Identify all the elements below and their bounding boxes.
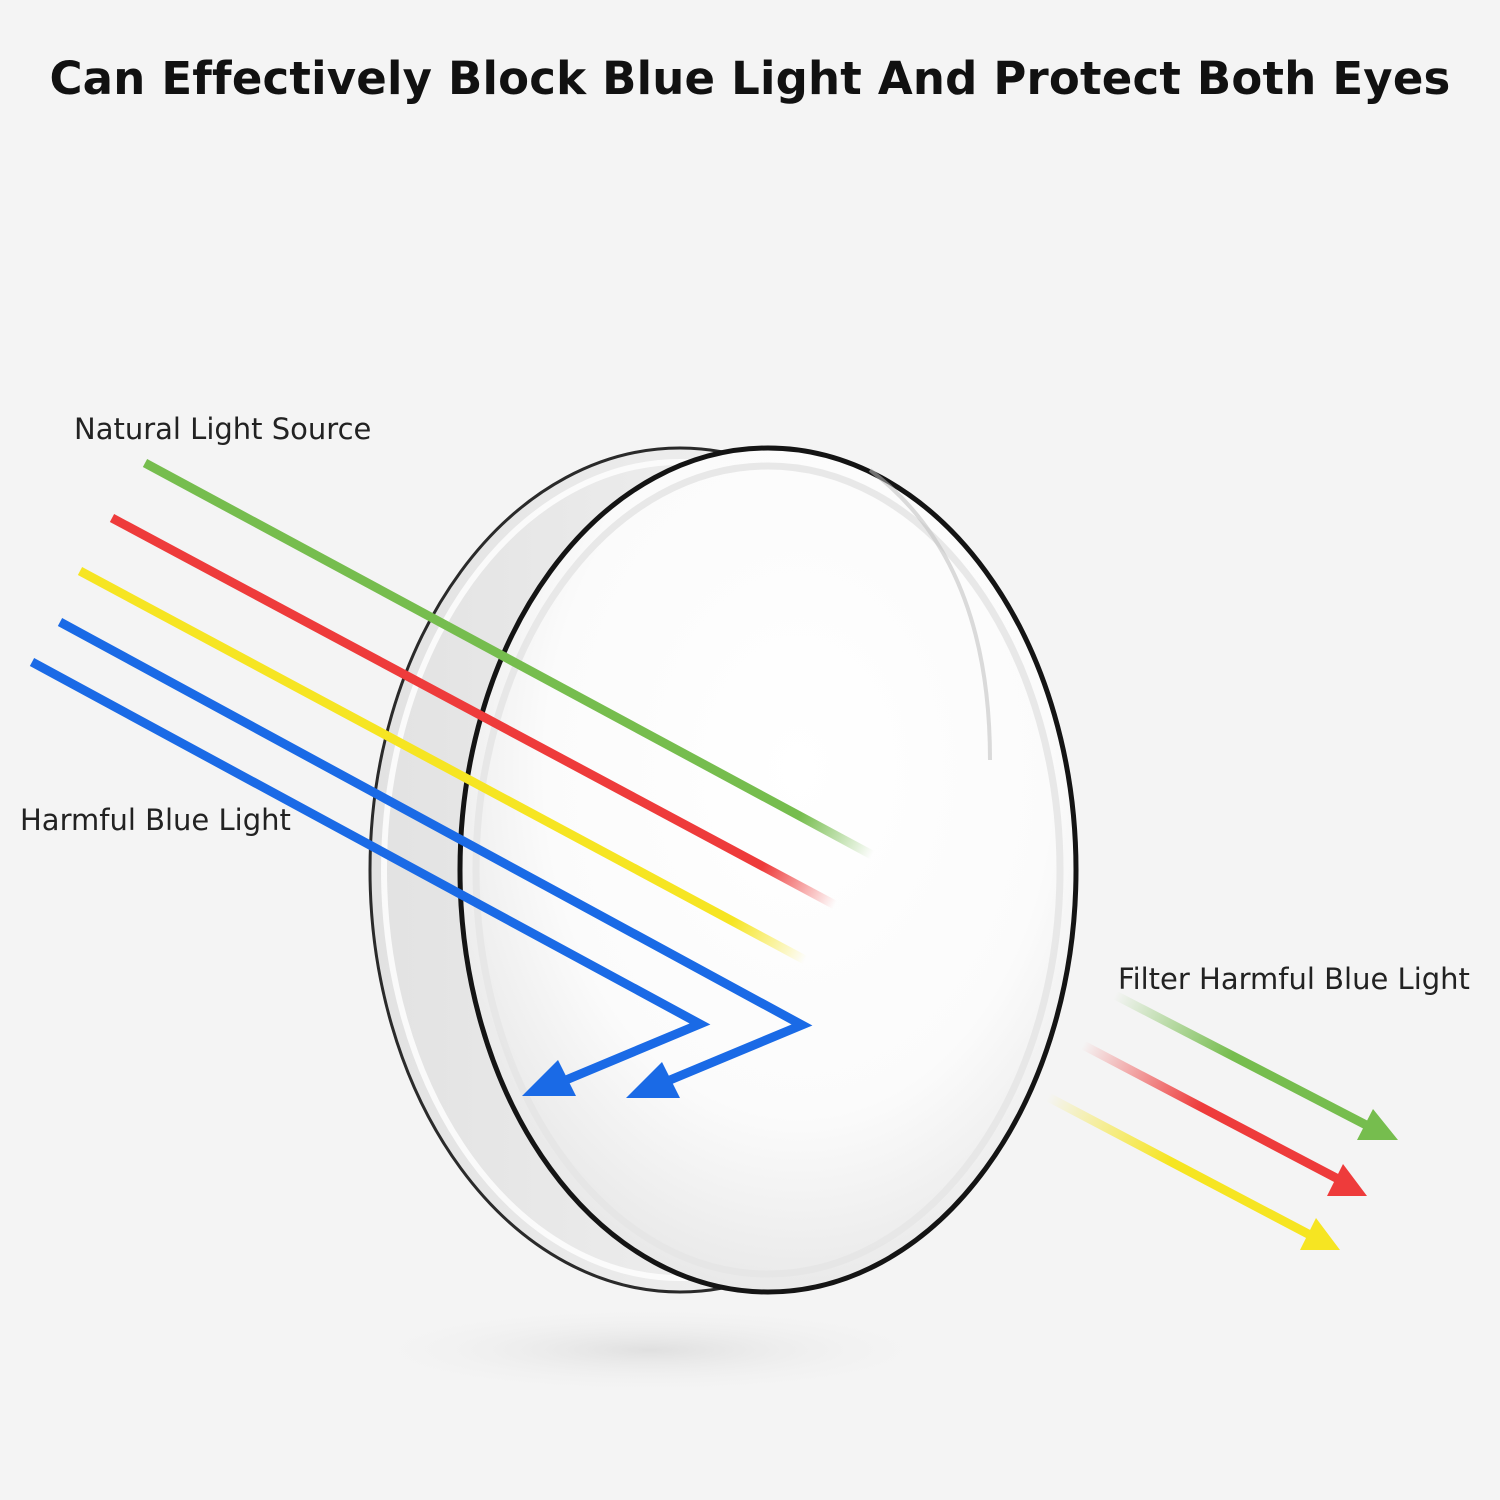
green-light-ray [142,459,875,859]
lens-shadow [350,1305,950,1395]
yellow-arrow-icon [1300,1218,1340,1250]
green-filtered-ray [1112,991,1373,1131]
green-arrow-icon [1357,1109,1398,1140]
red-arrow-icon [1327,1164,1367,1196]
lens-highlight [868,468,992,761]
filter-harmful-blue-light-label: Filter Harmful Blue Light [1118,962,1470,996]
blue-arrow-icon-1 [626,1062,680,1098]
harmful-blue-light-label: Harmful Blue Light [20,803,291,837]
yellow-light-ray [77,567,808,964]
natural-light-source-label: Natural Light Source [74,412,372,446]
red-light-ray [109,514,838,909]
red-filtered-ray [1080,1041,1343,1184]
page-title: Can Effectively Block Blue Light And Pro… [49,52,1451,105]
yellow-filtered-ray [1045,1093,1315,1240]
blue-light-ray-1 [57,618,813,1085]
blue-arrow-icon-2 [522,1060,576,1096]
lens-front-inner-ring [472,462,1064,1278]
blue-light-ray-2 [29,658,711,1085]
lens-icon [368,445,1079,1295]
